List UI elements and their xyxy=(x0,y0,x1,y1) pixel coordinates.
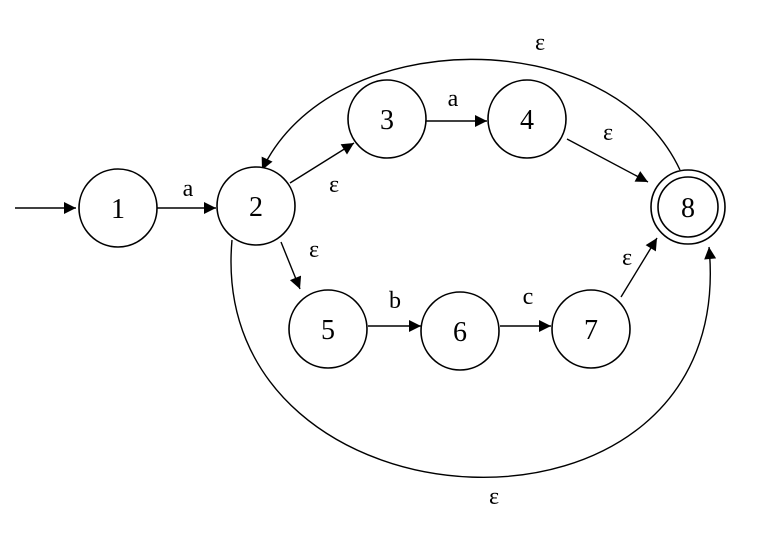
edge-label-5-6: b xyxy=(389,288,401,314)
state-label-3: 3 xyxy=(380,105,394,136)
state-4: 4 xyxy=(487,79,567,159)
edge-label-6-7: c xyxy=(523,284,534,310)
edge-8-2 xyxy=(261,58,681,171)
state-7: 7 xyxy=(551,289,631,369)
state-label-6: 6 xyxy=(453,317,467,348)
edge-label-4-8: ε xyxy=(603,120,613,146)
edge-label-8-2: ε xyxy=(535,30,545,56)
edge-4-8 xyxy=(566,138,649,183)
edge-label-2-5: ε xyxy=(309,237,319,263)
state-3: 3 xyxy=(347,79,427,159)
state-8-accepting: 8 xyxy=(650,169,726,245)
state-label-8: 8 xyxy=(681,193,695,224)
edge-2-8 xyxy=(230,239,717,479)
state-1: 1 xyxy=(78,168,158,248)
edge-label-3-4: a xyxy=(448,86,459,112)
edge-2-5 xyxy=(280,241,302,290)
state-2: 2 xyxy=(216,166,296,246)
state-label-5: 5 xyxy=(321,315,335,346)
edge-2-3 xyxy=(289,142,355,184)
state-label-7: 7 xyxy=(584,315,598,346)
edge-label-2-8: ε xyxy=(489,484,499,510)
edge-label-2-3: ε xyxy=(329,172,339,198)
state-label-1: 1 xyxy=(111,194,125,225)
state-6: 6 xyxy=(420,291,500,371)
state-label-2: 2 xyxy=(249,192,263,223)
edge-label-7-8: ε xyxy=(622,245,632,271)
edge-label-1-2: a xyxy=(183,176,194,202)
state-label-4: 4 xyxy=(520,105,534,136)
state-5: 5 xyxy=(288,289,368,369)
edge-7-8 xyxy=(620,237,658,298)
